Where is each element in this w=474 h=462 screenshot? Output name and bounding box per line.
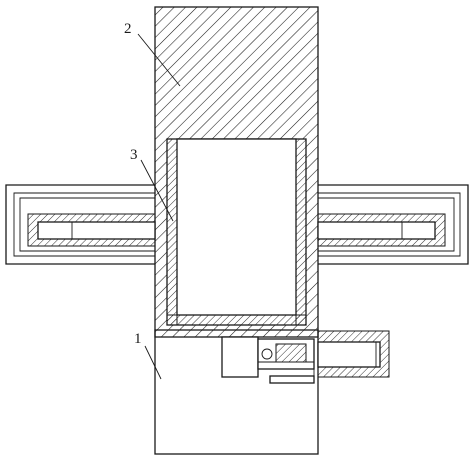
inner-chamber-wall-left <box>166 138 178 326</box>
left-arm <box>5 184 156 265</box>
inner-chamber-wall-bottom <box>166 314 307 326</box>
left-rail-slot <box>37 221 156 240</box>
push-rod-slot <box>317 341 381 368</box>
slide-plate <box>269 375 315 384</box>
motor-box <box>221 336 259 378</box>
inner-chamber <box>176 138 297 316</box>
label-part-2: 2 <box>124 21 132 37</box>
drive-mechanism <box>221 330 390 384</box>
leader-line-3 <box>140 159 174 222</box>
right-rail-slot <box>317 221 436 240</box>
inner-chamber-wall-right <box>295 138 307 326</box>
label-part-3: 3 <box>130 147 138 163</box>
label-part-1: 1 <box>134 331 142 347</box>
gear-teeth <box>275 343 307 363</box>
gear-pinion <box>261 348 273 360</box>
leader-line-1 <box>144 345 162 380</box>
leader-line-2 <box>137 33 181 87</box>
right-arm <box>317 184 469 265</box>
